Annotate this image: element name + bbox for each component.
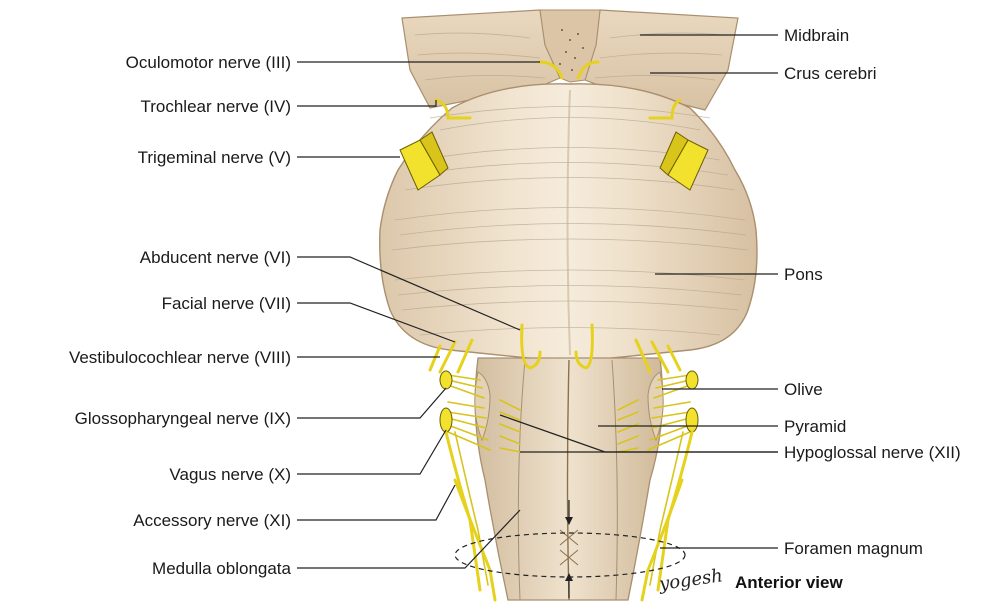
label-crus-cerebri: Crus cerebri	[784, 64, 877, 83]
label-trochlear-nerve: Trochlear nerve (IV)	[140, 97, 291, 116]
label-medulla-oblongata: Medulla oblongata	[152, 559, 291, 578]
label-vagus-nerve: Vagus nerve (X)	[169, 465, 291, 484]
view-label: Anterior view	[735, 573, 843, 592]
labels-right: Midbrain Crus cerebri Pons Olive Pyramid…	[784, 26, 961, 558]
labels-left: Oculomotor nerve (III) Trochlear nerve (…	[69, 53, 292, 578]
label-pyramid: Pyramid	[784, 417, 846, 436]
label-olive: Olive	[784, 380, 823, 399]
label-hypoglossal-nerve: Hypoglossal nerve (XII)	[784, 443, 961, 462]
label-oculomotor-nerve: Oculomotor nerve (III)	[126, 53, 291, 72]
label-facial-nerve: Facial nerve (VII)	[162, 294, 291, 313]
label-foramen-magnum: Foramen magnum	[784, 539, 923, 558]
pons	[380, 84, 757, 360]
label-midbrain: Midbrain	[784, 26, 849, 45]
label-glossopharyngeal-nerve: Glossopharyngeal nerve (IX)	[75, 409, 291, 428]
label-accessory-nerve: Accessory nerve (XI)	[133, 511, 291, 530]
artist-signature: yogesh	[657, 565, 724, 595]
label-abducent-nerve: Abducent nerve (VI)	[140, 248, 291, 267]
medulla-oblongata	[475, 358, 662, 600]
label-vestibulocochlear-nerve: Vestibulocochlear nerve (VIII)	[69, 348, 291, 367]
label-pons: Pons	[784, 265, 823, 284]
label-trigeminal-nerve: Trigeminal nerve (V)	[138, 148, 291, 167]
